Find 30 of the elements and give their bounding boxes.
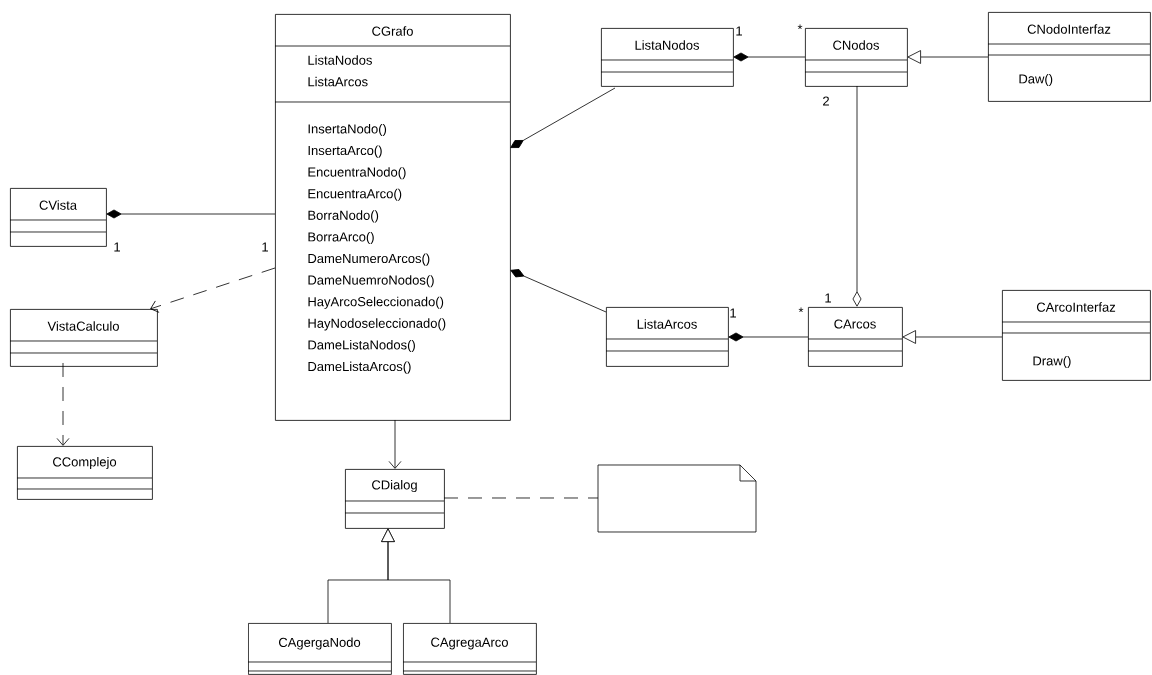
class-box: CGrafo ListaNodos ListaArcos InsertaNodo() InsertaArco() EncuentraNodo() EncuentraArco() BorraNodo() BorraArco() DameNumeroArcos() DameNuemroNodos() HayArcoSeleccionado() HayNodoseleccionado() DameListaNodos() DameListaArcos() <box>274 14 511 421</box>
multiplicity: * <box>797 24 803 30</box>
class-box: VistaCalculo <box>9 309 158 367</box>
multiplicity: 1 <box>114 242 120 252</box>
multiplicity: 1 <box>736 26 742 36</box>
connector <box>510 87 616 148</box>
connector <box>902 330 1003 344</box>
connector <box>388 419 402 469</box>
class-box: CAgregaArco <box>402 623 537 675</box>
connector <box>381 528 451 624</box>
connector <box>510 269 607 313</box>
connector <box>150 267 276 313</box>
class-box: CComplejo <box>16 446 153 500</box>
class-box: CArcoInterfaz Draw() <box>1001 290 1151 381</box>
class-box: ListaNodos <box>600 28 734 87</box>
connector <box>106 209 276 219</box>
class-box: CNodos <box>804 28 908 87</box>
class-box: CDialog <box>344 469 445 529</box>
class-box: CNodoInterfaz Daw() <box>987 12 1151 102</box>
connector <box>443 497 599 499</box>
connector <box>56 362 70 446</box>
note-shape <box>597 464 757 533</box>
class-box: CArcos <box>807 307 903 367</box>
connector <box>728 332 809 342</box>
connector <box>852 85 862 307</box>
class-box: CVista <box>9 188 107 247</box>
class-box: CAgergaNodo <box>247 623 392 675</box>
connector <box>907 50 989 64</box>
connector <box>733 52 806 62</box>
class-box: ListaArcos <box>605 307 729 367</box>
